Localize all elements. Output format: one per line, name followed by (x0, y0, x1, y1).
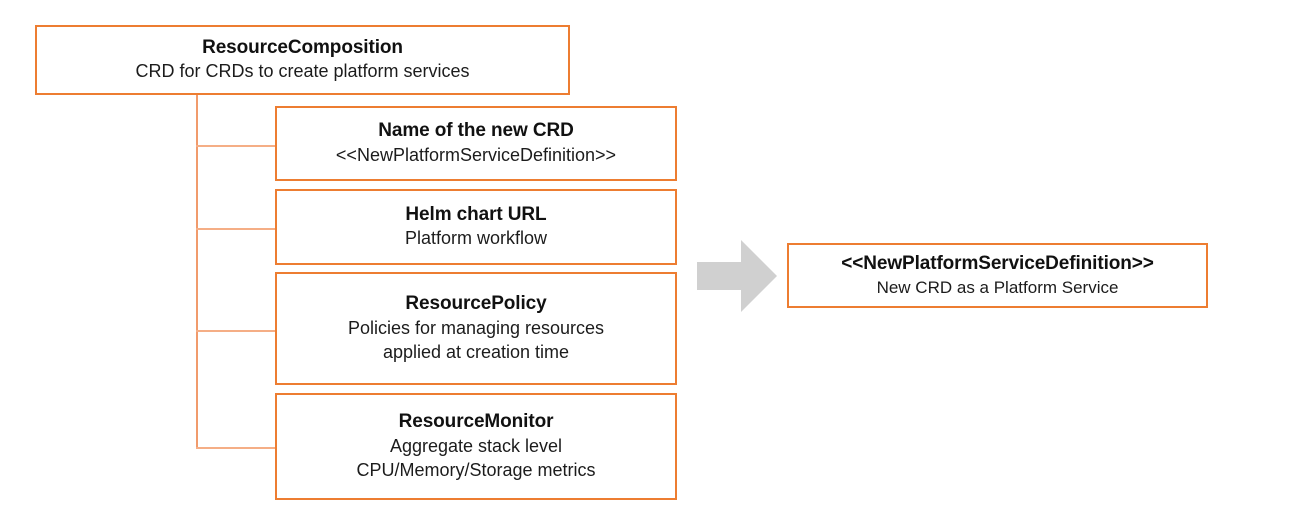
node-subtitle: New CRD as a Platform Service (876, 277, 1119, 297)
node-title: Helm chart URL (405, 203, 547, 225)
node-subtitle-line: CPU/Memory/Storage metrics (356, 459, 596, 480)
node-title: ResourceComposition (202, 36, 403, 58)
connector-branch-0 (196, 145, 275, 147)
connector-branch-2 (196, 330, 275, 332)
node-subtitle-line: <<NewPlatformServiceDefinition>> (335, 144, 617, 165)
node-title: <<NewPlatformServiceDefinition>> (841, 252, 1154, 274)
node-subtitle: CRD for CRDs to create platform services (135, 61, 470, 82)
node-subtitle-line: Policies for managing resources (347, 318, 605, 339)
node-subtitle-line: Aggregate stack level (389, 436, 563, 457)
right-block-arrow-icon (697, 240, 777, 312)
connector-branch-3 (196, 447, 275, 449)
node-helm-chart-url: Helm chart URL Platform workflow (275, 189, 677, 265)
node-resource-monitor: ResourceMonitor Aggregate stack level CP… (275, 393, 677, 500)
node-title: ResourcePolicy (405, 293, 547, 315)
node-subtitle-line: applied at creation time (382, 341, 570, 362)
node-new-platform-service-definition: <<NewPlatformServiceDefinition>> New CRD… (787, 243, 1208, 308)
node-resource-policy: ResourcePolicy Policies for managing res… (275, 272, 677, 385)
connector-branch-1 (196, 228, 275, 230)
node-resource-composition: ResourceComposition CRD for CRDs to crea… (35, 25, 570, 95)
node-name-of-the-new-crd: Name of the new CRD <<NewPlatformService… (275, 106, 677, 181)
node-title: ResourceMonitor (398, 411, 554, 433)
node-subtitle-line: Platform workflow (404, 228, 548, 249)
node-title: Name of the new CRD (378, 120, 574, 142)
connector-trunk-line (196, 95, 198, 449)
